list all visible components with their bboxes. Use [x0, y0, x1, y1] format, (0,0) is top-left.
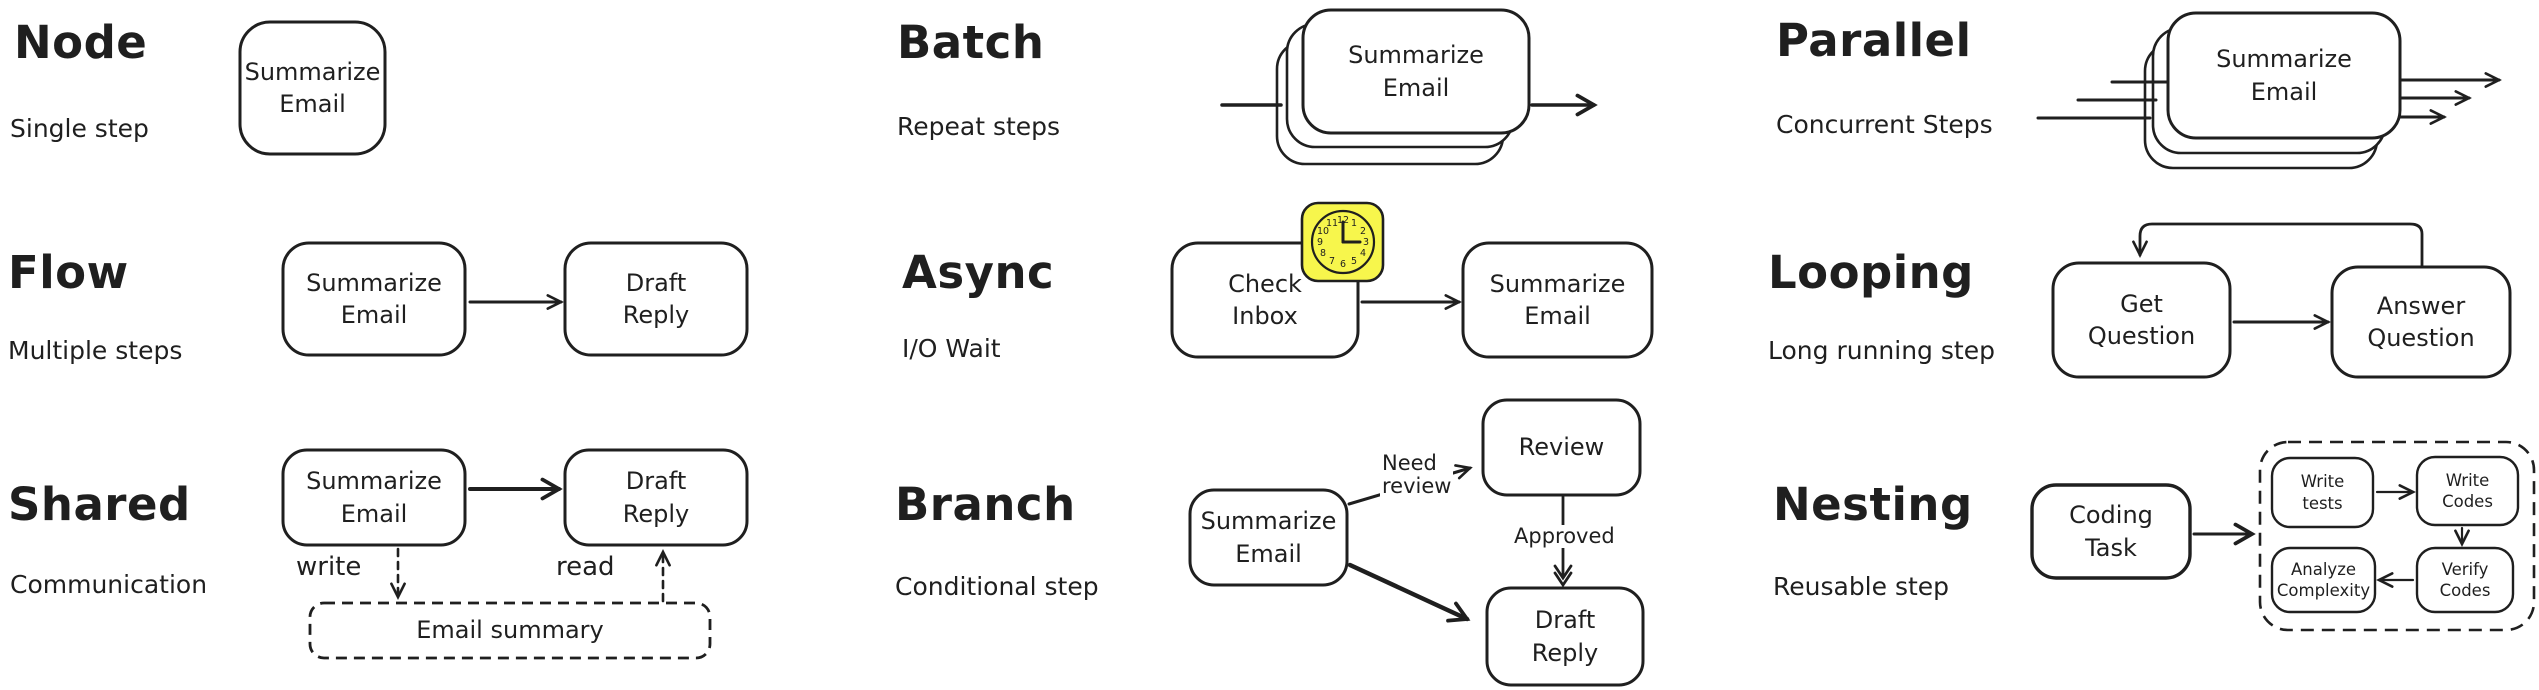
async-step-box-1-label: Check Inbox	[1228, 269, 1302, 330]
shared-store-box	[308, 601, 712, 660]
parallel-title: Parallel	[1776, 14, 1972, 67]
svg-text:3: 3	[1363, 237, 1369, 248]
node-title: Node	[14, 16, 148, 69]
clock-hands	[1341, 220, 1362, 244]
branch-draft-box-label: Draft Reply	[1531, 606, 1599, 667]
looping-loopback-arrow	[2132, 222, 2424, 268]
svg-text:8: 8	[1320, 248, 1326, 259]
shared-shapes	[281, 448, 749, 660]
svg-text:11: 11	[1326, 218, 1338, 229]
nesting-subtitle: Reusable step	[1773, 572, 1950, 601]
branch-default-arrow	[1347, 562, 1471, 623]
batch-shapes	[1220, 8, 1598, 166]
batch-step-box	[1301, 8, 1531, 135]
branch-need-review-label: Need review	[1380, 451, 1454, 499]
looping-title: Looping	[1768, 246, 1974, 299]
batch-subtitle: Repeat steps	[897, 112, 1061, 141]
branch-subtitle: Conditional step	[895, 572, 1099, 601]
flow-shapes	[281, 241, 749, 357]
svg-text:9: 9	[1317, 237, 1323, 248]
nesting-write-codes-label: Write Codes	[2442, 470, 2493, 511]
parallel-step-box	[2166, 11, 2402, 140]
flow-step-box-1-label: Summarize Email	[306, 268, 442, 329]
nesting-main-box-label: Coding Task	[2069, 501, 2153, 562]
async-step-box-2-label: Summarize Email	[1489, 269, 1626, 330]
batch-title: Batch	[897, 16, 1045, 69]
branch-review-box-label: Review	[1518, 433, 1605, 462]
flow-step-box-2-label: Draft Reply	[622, 268, 690, 329]
batch-step-box-label: Summarize Email	[1348, 41, 1484, 102]
nesting-write-codes-box	[2415, 455, 2520, 527]
parallel-in-lines	[2036, 80, 2170, 120]
parallel-step-box-label: Summarize Email	[2216, 45, 2352, 106]
branch-review-box	[1481, 398, 1642, 497]
branch-approved-label: Approved	[1512, 524, 1617, 549]
parallel-subtitle: Concurrent Steps	[1776, 110, 1993, 139]
parallel-shapes	[2036, 11, 2502, 170]
svg-text:10: 10	[1317, 226, 1329, 237]
nesting-main-box	[2030, 483, 2192, 580]
looping-step-box-1	[2051, 261, 2232, 379]
shared-store-box-label: Email summary	[416, 616, 604, 645]
shared-step-box-2-label: Draft Reply	[622, 467, 690, 528]
flow-title: Flow	[8, 246, 129, 299]
nesting-write-tests-label: Write tests	[2300, 472, 2345, 513]
looping-subtitle: Long running step	[1768, 336, 1995, 365]
node-subtitle: Single step	[10, 114, 149, 143]
nesting-verify-codes-label: Verify Codes	[2439, 559, 2491, 600]
nesting-write-tests-box	[2270, 456, 2375, 529]
svg-text:6: 6	[1340, 259, 1346, 270]
svg-text:4: 4	[1360, 248, 1366, 259]
async-step-box-2	[1461, 241, 1654, 359]
nesting-analyze-complexity-box	[2270, 546, 2377, 614]
nesting-sub-arrows	[2375, 484, 2470, 588]
shared-step-box-1-label: Summarize Email	[306, 467, 442, 528]
flow-step-box-2	[563, 241, 749, 357]
svg-text:5: 5	[1351, 256, 1357, 267]
shared-read-label: read	[556, 552, 615, 582]
async-shapes: 12 1 2 3 4 5 6 7 8 9 10 11	[1170, 201, 1654, 359]
shared-write-label: write	[296, 552, 362, 582]
looping-step-box-1-label: Get Question	[2087, 289, 2196, 350]
looping-step-box-2	[2330, 265, 2512, 379]
flow-step-box-1	[281, 241, 467, 357]
flow-subtitle: Multiple steps	[8, 336, 183, 365]
shared-step-box-1	[281, 448, 467, 547]
looping-shapes	[2051, 222, 2512, 379]
nesting-analyze-complexity-label: Analyze Complexity	[2276, 559, 2371, 600]
async-title: Async	[902, 246, 1055, 299]
branch-title: Branch	[895, 478, 1076, 531]
nesting-verify-codes-box	[2415, 546, 2515, 614]
parallel-out-arrows	[2398, 72, 2502, 125]
svg-text:2: 2	[1360, 226, 1366, 237]
branch-draft-box	[1485, 586, 1645, 687]
shared-title: Shared	[8, 478, 191, 531]
nesting-title: Nesting	[1773, 478, 1973, 531]
svg-text:1: 1	[1351, 218, 1357, 229]
branch-source-box-label: Summarize Email	[1200, 507, 1337, 568]
branch-source-box	[1188, 488, 1349, 587]
shared-subtitle: Communication	[10, 570, 208, 599]
clock-icon: 12 1 2 3 4 5 6 7 8 9 10 11	[1300, 201, 1385, 283]
shared-step-box-2	[563, 448, 749, 547]
node-step-box	[238, 20, 387, 156]
looping-step-box-2-label: Answer Question	[2367, 291, 2475, 352]
node-step-box-label: Summarize Email	[244, 57, 381, 118]
node-shapes	[238, 20, 387, 156]
nesting-shapes	[2030, 440, 2536, 632]
svg-text:7: 7	[1329, 256, 1335, 267]
async-subtitle: I/O Wait	[902, 334, 1001, 363]
